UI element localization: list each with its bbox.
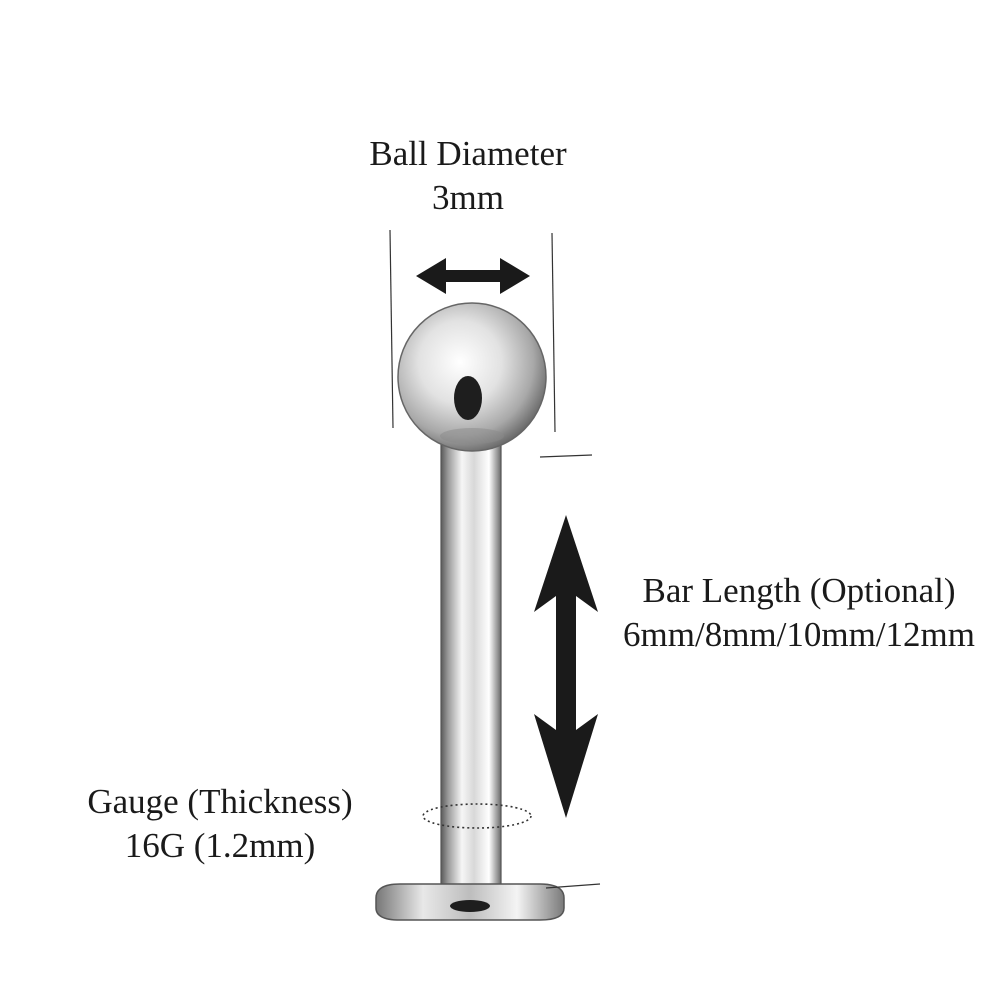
ball-diameter-label: Ball Diameter 3mm <box>318 132 618 220</box>
gauge-value: 16G (1.2mm) <box>124 826 316 865</box>
ball-diameter-value: 3mm <box>432 178 504 217</box>
bar-length-value: 6mm/8mm/10mm/12mm <box>623 615 975 654</box>
ball-diameter-title: Ball Diameter <box>369 134 567 173</box>
bar-length-label: Bar Length (Optional) 6mm/8mm/10mm/12mm <box>598 569 1000 657</box>
gauge-indicator <box>422 803 532 829</box>
bar-guide-bottom <box>545 883 601 889</box>
gauge-title: Gauge (Thickness) <box>87 782 353 821</box>
bar-length-arrow <box>534 515 598 818</box>
ball-diameter-arrow <box>416 258 530 294</box>
bar-guide-top <box>539 454 593 458</box>
bar-length-title: Bar Length (Optional) <box>642 571 956 610</box>
labret-bar <box>440 437 502 891</box>
ball-guide-right <box>551 232 556 433</box>
labret-ball <box>397 302 547 452</box>
gauge-label: Gauge (Thickness) 16G (1.2mm) <box>60 780 380 868</box>
labret-disc <box>375 883 565 921</box>
ball-guide-left <box>389 229 394 429</box>
